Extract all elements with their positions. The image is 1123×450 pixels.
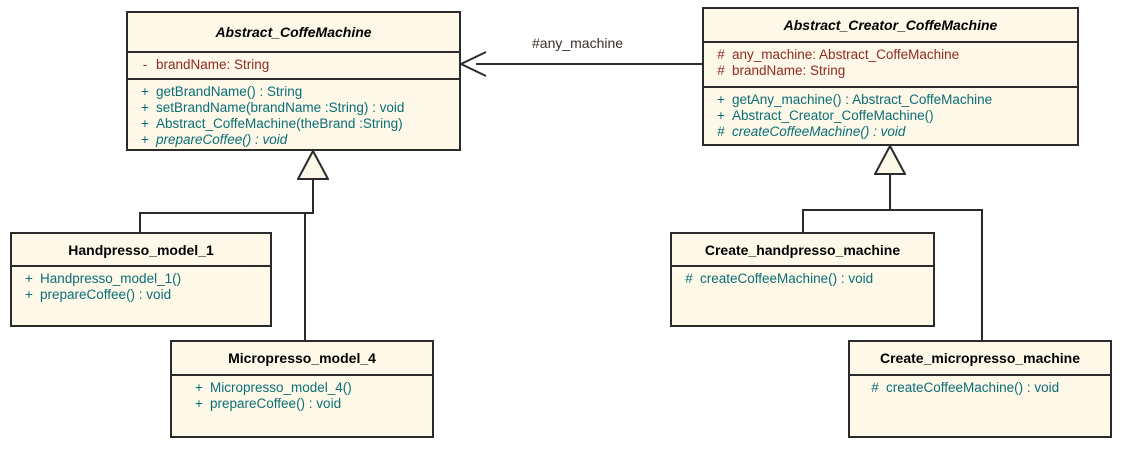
class-title-abstract-coffe-machine: Abstract_CoffeMachine — [128, 13, 459, 53]
generalization-bus-right — [802, 209, 983, 211]
class-box-abstract-coffe-machine[interactable]: Abstract_CoffeMachine - brandName: Strin… — [126, 11, 461, 151]
methods-compartment-create-handpresso-machine: # createCoffeeMachine() : void — [672, 267, 933, 291]
method-label: Handpresso_model_1() — [40, 271, 182, 286]
visibility-marker: + — [141, 132, 149, 147]
class-title-abstract-creator-coffe-machine: Abstract_Creator_CoffeMachine — [704, 9, 1077, 43]
method-label: Abstract_Creator_CoffeMachine() — [732, 108, 934, 123]
association-line-any-machine — [476, 63, 702, 65]
method-row: + setBrandName(brandName :String) : void — [134, 100, 459, 116]
method-row: + prepareCoffee() : void — [188, 396, 432, 412]
visibility-marker: + — [25, 287, 33, 302]
method-label: createCoffeeMachine() : void — [732, 124, 906, 139]
visibility-marker: + — [141, 100, 149, 115]
method-row: + Micropresso_model_4() — [188, 380, 432, 396]
methods-compartment-handpresso-model-1: + Handpresso_model_1() + prepareCoffee()… — [12, 267, 270, 307]
attribute-row: - brandName: String — [134, 57, 459, 73]
visibility-marker: + — [25, 271, 33, 286]
generalization-drop-create-micropresso — [981, 209, 983, 342]
association-open-arrowhead — [458, 50, 488, 78]
generalization-drop-micropresso — [304, 212, 306, 342]
method-label: createCoffeeMachine() : void — [700, 271, 874, 286]
class-box-abstract-creator-coffe-machine[interactable]: Abstract_Creator_CoffeMachine # any_mach… — [702, 7, 1079, 146]
visibility-marker: - — [142, 57, 148, 72]
visibility-marker: # — [685, 271, 693, 286]
method-row: + Abstract_Creator_CoffeMachine() — [710, 108, 1077, 124]
visibility-marker: + — [141, 84, 149, 99]
generalization-drop-create-handpresso — [802, 209, 804, 234]
visibility-marker: + — [195, 396, 203, 411]
method-row: # createCoffeeMachine() : void — [678, 271, 933, 287]
method-row: + Handpresso_model_1() — [18, 271, 270, 287]
class-box-create-handpresso-machine[interactable]: Create_handpresso_machine # createCoffee… — [670, 232, 935, 327]
class-title-micropresso-model-4: Micropresso_model_4 — [172, 342, 432, 376]
class-title-create-handpresso-machine: Create_handpresso_machine — [672, 234, 933, 267]
method-label: prepareCoffee() : void — [156, 132, 288, 147]
class-title-handpresso-model-1: Handpresso_model_1 — [12, 234, 270, 267]
class-box-micropresso-model-4[interactable]: Micropresso_model_4 + Micropresso_model_… — [170, 340, 434, 438]
visibility-marker: + — [717, 92, 725, 107]
method-label: getAny_machine() : Abstract_CoffeMachine — [732, 92, 993, 107]
visibility-marker: # — [717, 124, 725, 139]
class-box-handpresso-model-1[interactable]: Handpresso_model_1 + Handpresso_model_1(… — [10, 232, 272, 327]
attribute-label: brandName: String — [156, 57, 270, 72]
method-row: + prepareCoffee() : void — [18, 287, 270, 303]
method-label: createCoffeeMachine() : void — [886, 380, 1060, 395]
methods-compartment-abstract-creator-coffe-machine: + getAny_machine() : Abstract_CoffeMachi… — [704, 88, 1077, 144]
method-label: Abstract_CoffeMachine(theBrand :String) — [156, 116, 403, 131]
visibility-marker: + — [195, 380, 203, 395]
method-label: prepareCoffee() : void — [210, 396, 342, 411]
method-label: getBrandName() : String — [156, 84, 303, 99]
visibility-marker: + — [141, 116, 149, 131]
attributes-compartment-abstract-creator-coffe-machine: # any_machine: Abstract_CoffeMachine # b… — [704, 43, 1077, 88]
method-row-abstract: # createCoffeeMachine() : void — [710, 124, 1077, 140]
attributes-compartment-abstract-coffe-machine: - brandName: String — [128, 53, 459, 80]
generalization-drop-handpresso — [139, 212, 141, 234]
visibility-marker: # — [717, 63, 725, 78]
methods-compartment-abstract-coffe-machine: + getBrandName() : String + setBrandName… — [128, 80, 459, 152]
attribute-label: any_machine: Abstract_CoffeMachine — [732, 47, 960, 62]
methods-compartment-micropresso-model-4: + Micropresso_model_4() + prepareCoffee(… — [172, 376, 432, 416]
method-row: + Abstract_CoffeMachine(theBrand :String… — [134, 116, 459, 132]
method-label: setBrandName(brandName :String) : void — [156, 100, 405, 115]
generalization-stem-left — [312, 178, 314, 214]
visibility-marker: # — [871, 380, 879, 395]
class-box-create-micropresso-machine[interactable]: Create_micropresso_machine # createCoffe… — [848, 340, 1112, 438]
attribute-label: brandName: String — [732, 63, 846, 78]
method-label: prepareCoffee() : void — [40, 287, 172, 302]
attribute-row: # brandName: String — [710, 63, 1077, 79]
association-label-any-machine: #any_machine — [530, 35, 626, 51]
generalization-stem-right — [889, 173, 891, 211]
visibility-marker: + — [717, 108, 725, 123]
methods-compartment-create-micropresso-machine: # createCoffeeMachine() : void — [850, 376, 1110, 400]
attribute-row: # any_machine: Abstract_CoffeMachine — [710, 47, 1077, 63]
method-row: + getBrandName() : String — [134, 84, 459, 100]
visibility-marker: # — [717, 47, 725, 62]
method-row: + getAny_machine() : Abstract_CoffeMachi… — [710, 92, 1077, 108]
class-title-create-micropresso-machine: Create_micropresso_machine — [850, 342, 1110, 376]
method-row-abstract: + prepareCoffee() : void — [134, 132, 459, 148]
method-row: # createCoffeeMachine() : void — [864, 380, 1110, 396]
generalization-bus-left — [139, 212, 314, 214]
method-label: Micropresso_model_4() — [210, 380, 352, 395]
